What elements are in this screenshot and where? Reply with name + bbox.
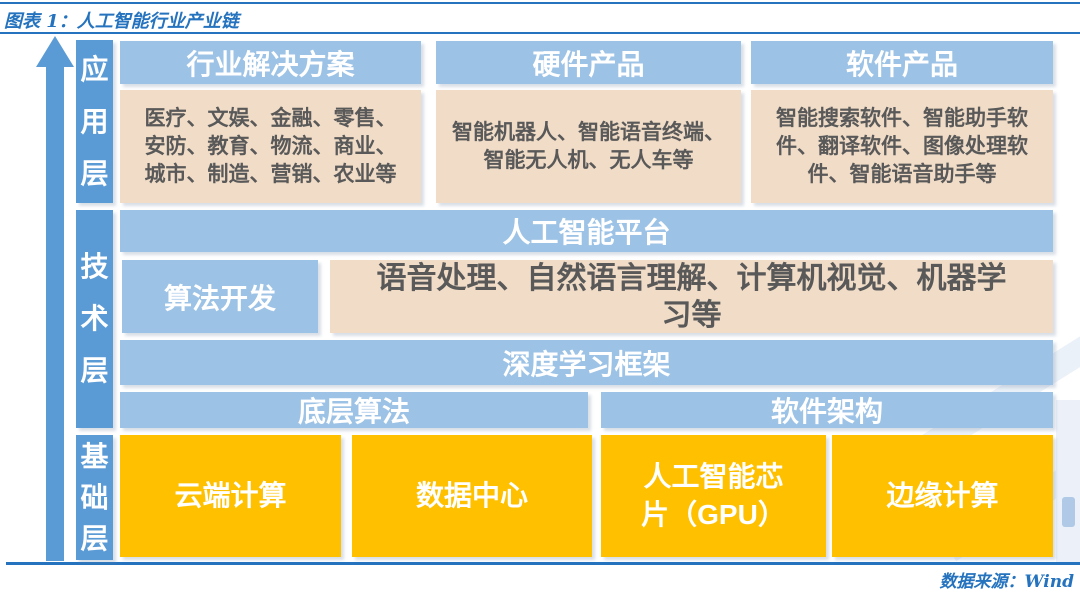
header-hardware-products: 硬件产品 [436,41,741,84]
box-algorithm-development: 算法开发 [122,260,318,333]
title-bottom-rule [0,32,1080,34]
bottom-rule [6,562,1080,565]
bar-base-algorithm: 底层算法 [120,392,588,428]
box-cloud-computing: 云端计算 [120,435,341,557]
bar-ai-platform: 人工智能平台 [120,210,1053,252]
figure-title: 图表 1：人工智能行业产业链 [4,11,239,32]
data-source-note: 数据来源：Wind [939,572,1075,592]
header-industry-solutions: 行业解决方案 [120,41,421,84]
bar-software-architecture: 软件架构 [601,392,1053,428]
layer-label-foundation: 基础层 [76,435,113,560]
body-industry-solutions: 医疗、文娱、金融、零售、安防、教育、物流、商业、城市、制造、营销、农业等 [120,90,421,203]
box-edge-computing: 边缘计算 [832,435,1053,557]
layer-label-application: 应用层 [76,40,113,203]
box-ai-chip-gpu: 人工智能芯片（GPU） [601,435,826,557]
watermark-glyph-fragment [1062,497,1075,527]
box-algorithm-fields: 语音处理、自然语言理解、计算机视觉、机器学习等 [330,260,1053,333]
layer-label-technology: 技术层 [76,210,113,428]
box-data-center: 数据中心 [352,435,592,557]
body-software-products: 智能搜索软件、智能助手软件、翻译软件、图像处理软件、智能语音助手等 [751,90,1053,203]
header-software-products: 软件产品 [751,41,1053,84]
watermark-band [1056,400,1080,565]
top-rule [0,2,1080,4]
bar-deep-learning-framework: 深度学习框架 [120,340,1053,385]
body-hardware-products: 智能机器人、智能语音终端、智能无人机、无人车等 [436,90,741,203]
up-arrow-icon [36,36,74,561]
